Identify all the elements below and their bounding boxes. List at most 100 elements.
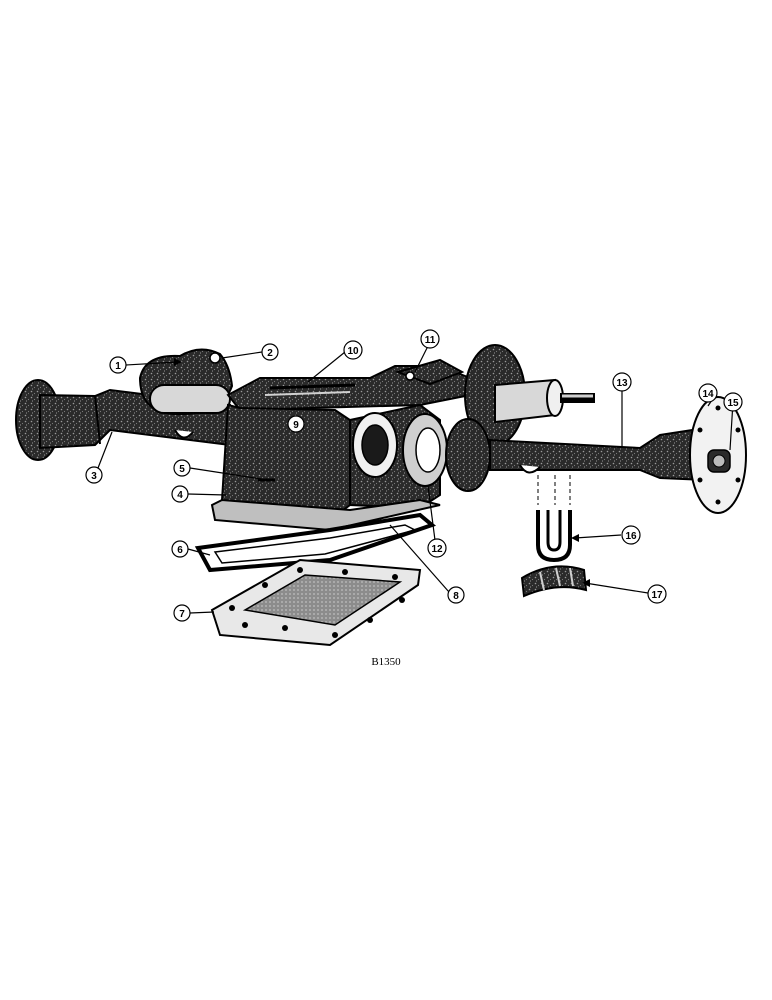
callout-2: 2 bbox=[261, 343, 279, 361]
hub-bolt-5 bbox=[697, 477, 703, 483]
hub-bolt-1 bbox=[715, 405, 721, 411]
hub-bolt-3 bbox=[735, 477, 741, 483]
svg-text:5: 5 bbox=[179, 464, 185, 475]
housing-top-rib-2 bbox=[264, 391, 351, 396]
leader-12 bbox=[427, 485, 437, 549]
plate-hole-10 bbox=[242, 622, 248, 628]
leader-6 bbox=[187, 548, 211, 556]
breather-slot bbox=[149, 384, 231, 414]
leader-3 bbox=[97, 431, 113, 469]
callout-14: 14 bbox=[698, 383, 718, 403]
plate-hole-9 bbox=[282, 625, 288, 631]
svg-text:13: 13 bbox=[616, 378, 628, 389]
breather-cover bbox=[138, 348, 234, 416]
leader-16 bbox=[574, 534, 622, 539]
callout-15: 15 bbox=[723, 392, 743, 412]
plate-hole-8 bbox=[332, 632, 338, 638]
svg-text:2: 2 bbox=[267, 348, 273, 359]
svg-text:1: 1 bbox=[115, 361, 121, 372]
callout-17: 17 bbox=[647, 584, 667, 604]
plate-hole-2 bbox=[262, 582, 268, 588]
leader-lines bbox=[97, 345, 734, 614]
arrow-16 bbox=[571, 534, 579, 542]
plate-hole-6 bbox=[399, 597, 405, 603]
bottom-cover-plate bbox=[210, 558, 422, 647]
gasket bbox=[194, 512, 437, 573]
arrow-1 bbox=[174, 358, 182, 366]
bushing-ridge-2 bbox=[555, 567, 561, 587]
pto-assembly bbox=[464, 344, 595, 446]
hub-bolt-2 bbox=[735, 427, 741, 433]
cover-plate-screen bbox=[242, 574, 403, 626]
callout-5: 5 bbox=[173, 459, 191, 477]
arrow-17 bbox=[582, 579, 590, 587]
leader-11 bbox=[414, 345, 429, 373]
plate-hole-3 bbox=[297, 567, 303, 573]
bearing-retainer bbox=[402, 413, 491, 492]
u-bolt bbox=[536, 475, 572, 563]
figure-id-label: B1350 bbox=[371, 656, 401, 668]
svg-text:8: 8 bbox=[453, 591, 459, 602]
pto-shaft bbox=[494, 378, 556, 424]
plate-hole-5 bbox=[392, 574, 398, 580]
callout-11: 11 bbox=[420, 329, 440, 349]
svg-text:17: 17 bbox=[651, 590, 663, 601]
gasket-outline bbox=[194, 512, 437, 573]
svg-text:10: 10 bbox=[347, 346, 359, 357]
callout-13: 13 bbox=[612, 372, 632, 392]
callout-8: 8 bbox=[447, 586, 465, 604]
leader-8 bbox=[389, 524, 450, 593]
callout-12: 12 bbox=[427, 538, 447, 558]
callout-7: 7 bbox=[173, 604, 191, 622]
svg-text:7: 7 bbox=[179, 609, 185, 620]
callout-6: 6 bbox=[171, 540, 189, 558]
plate-hole-7 bbox=[367, 617, 373, 623]
leader-5 bbox=[189, 467, 269, 481]
svg-text:16: 16 bbox=[625, 531, 637, 542]
breather-bolt bbox=[209, 352, 221, 364]
callout-9: 9 bbox=[287, 415, 305, 433]
hub-bolt-4 bbox=[715, 499, 721, 505]
hub-bolt-6 bbox=[697, 427, 703, 433]
callout-3: 3 bbox=[85, 466, 103, 484]
svg-text:11: 11 bbox=[425, 335, 436, 346]
left-saddle bbox=[174, 429, 194, 439]
right-saddle bbox=[519, 464, 541, 474]
plate-hole-4 bbox=[342, 569, 348, 575]
callout-4: 4 bbox=[171, 485, 189, 503]
leader-7 bbox=[189, 611, 215, 614]
bushing-body bbox=[520, 565, 588, 598]
housing-bearing-inner bbox=[361, 424, 389, 466]
right-axle-housing bbox=[489, 396, 747, 514]
svg-text:4: 4 bbox=[177, 490, 183, 501]
u-bolt-inner bbox=[546, 510, 562, 552]
leader-arrows bbox=[174, 358, 590, 587]
svg-text:6: 6 bbox=[177, 545, 183, 556]
housing-top-bolt bbox=[405, 371, 415, 381]
callout-16: 16 bbox=[621, 525, 641, 545]
callout-1: 1 bbox=[109, 356, 127, 374]
leader-4 bbox=[187, 493, 227, 496]
differential-disc bbox=[445, 418, 491, 492]
transmission-housing bbox=[210, 358, 471, 532]
gasket-inner bbox=[213, 524, 418, 564]
callout-10: 10 bbox=[343, 340, 363, 360]
leader-17 bbox=[584, 582, 649, 594]
housing-top-rib bbox=[269, 383, 356, 390]
leader-10 bbox=[307, 351, 346, 383]
bushing-ridge-1 bbox=[539, 571, 545, 591]
right-axle-tube bbox=[489, 426, 706, 482]
svg-text:9: 9 bbox=[293, 420, 299, 431]
svg-text:3: 3 bbox=[91, 471, 97, 482]
svg-text:12: 12 bbox=[431, 544, 443, 555]
u-bolt-outer bbox=[536, 510, 572, 563]
svg-text:15: 15 bbox=[727, 398, 739, 409]
leader-2 bbox=[221, 351, 263, 359]
bushing-ridge-3 bbox=[569, 567, 574, 587]
hub-center-boss bbox=[712, 454, 726, 468]
callouts: 1 2 3 4 5 6 7 8 bbox=[85, 329, 743, 622]
svg-text:14: 14 bbox=[702, 389, 714, 400]
left-tube-band bbox=[94, 395, 101, 445]
retainer-ring-inner bbox=[415, 427, 441, 473]
